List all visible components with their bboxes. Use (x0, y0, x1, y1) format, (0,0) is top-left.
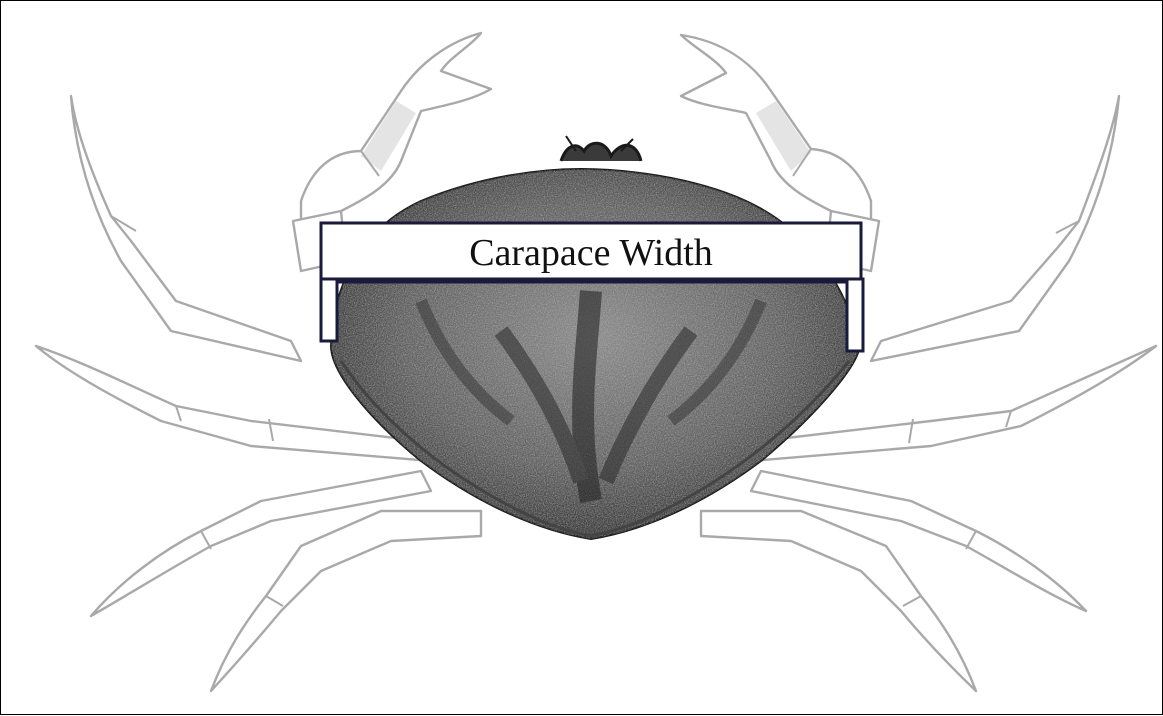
carapace-width-label: Carapace Width (469, 232, 713, 274)
